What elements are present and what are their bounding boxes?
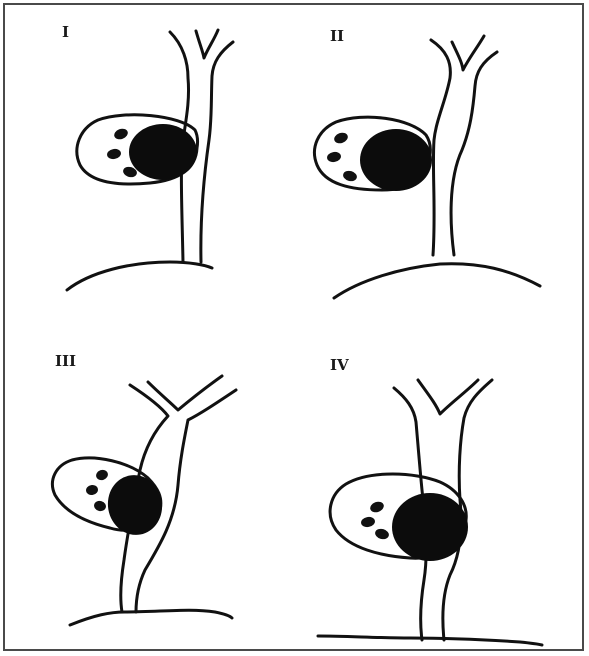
impacted-stone: [360, 129, 432, 191]
panel-1: I: [62, 23, 233, 290]
common-bile-duct-wall: [201, 42, 233, 262]
small-stone: [326, 151, 342, 163]
small-stone: [342, 169, 358, 182]
duodenum-curve: [70, 610, 232, 625]
panel-label-4: IV: [330, 356, 349, 374]
small-stone: [93, 500, 107, 513]
hepatic-bifurcation: [452, 36, 484, 70]
duodenum-curve: [67, 262, 212, 290]
small-stone: [106, 148, 122, 160]
small-stone: [369, 500, 386, 514]
impacted-stone: [129, 124, 197, 180]
panel-3: III: [52, 352, 236, 625]
panel-label-1: I: [62, 23, 69, 41]
duodenum-curve: [334, 264, 540, 298]
panel-4: IV: [318, 356, 542, 645]
panel-2: II: [314, 27, 540, 298]
small-stone: [374, 527, 390, 540]
small-stone: [85, 484, 99, 496]
impacted-stone: [392, 493, 468, 561]
small-stone: [360, 516, 376, 528]
small-stone: [333, 131, 350, 145]
common-bile-duct-wall: [451, 52, 497, 255]
common-bile-duct: [431, 40, 450, 255]
hepatic-bifurcation: [418, 380, 478, 414]
panel-label-3: III: [55, 352, 76, 370]
small-stone: [95, 468, 110, 482]
panel-label-2: II: [330, 27, 344, 45]
small-stone: [113, 127, 130, 141]
duodenum-curve: [318, 636, 542, 645]
hepatic-bifurcation: [196, 30, 218, 58]
